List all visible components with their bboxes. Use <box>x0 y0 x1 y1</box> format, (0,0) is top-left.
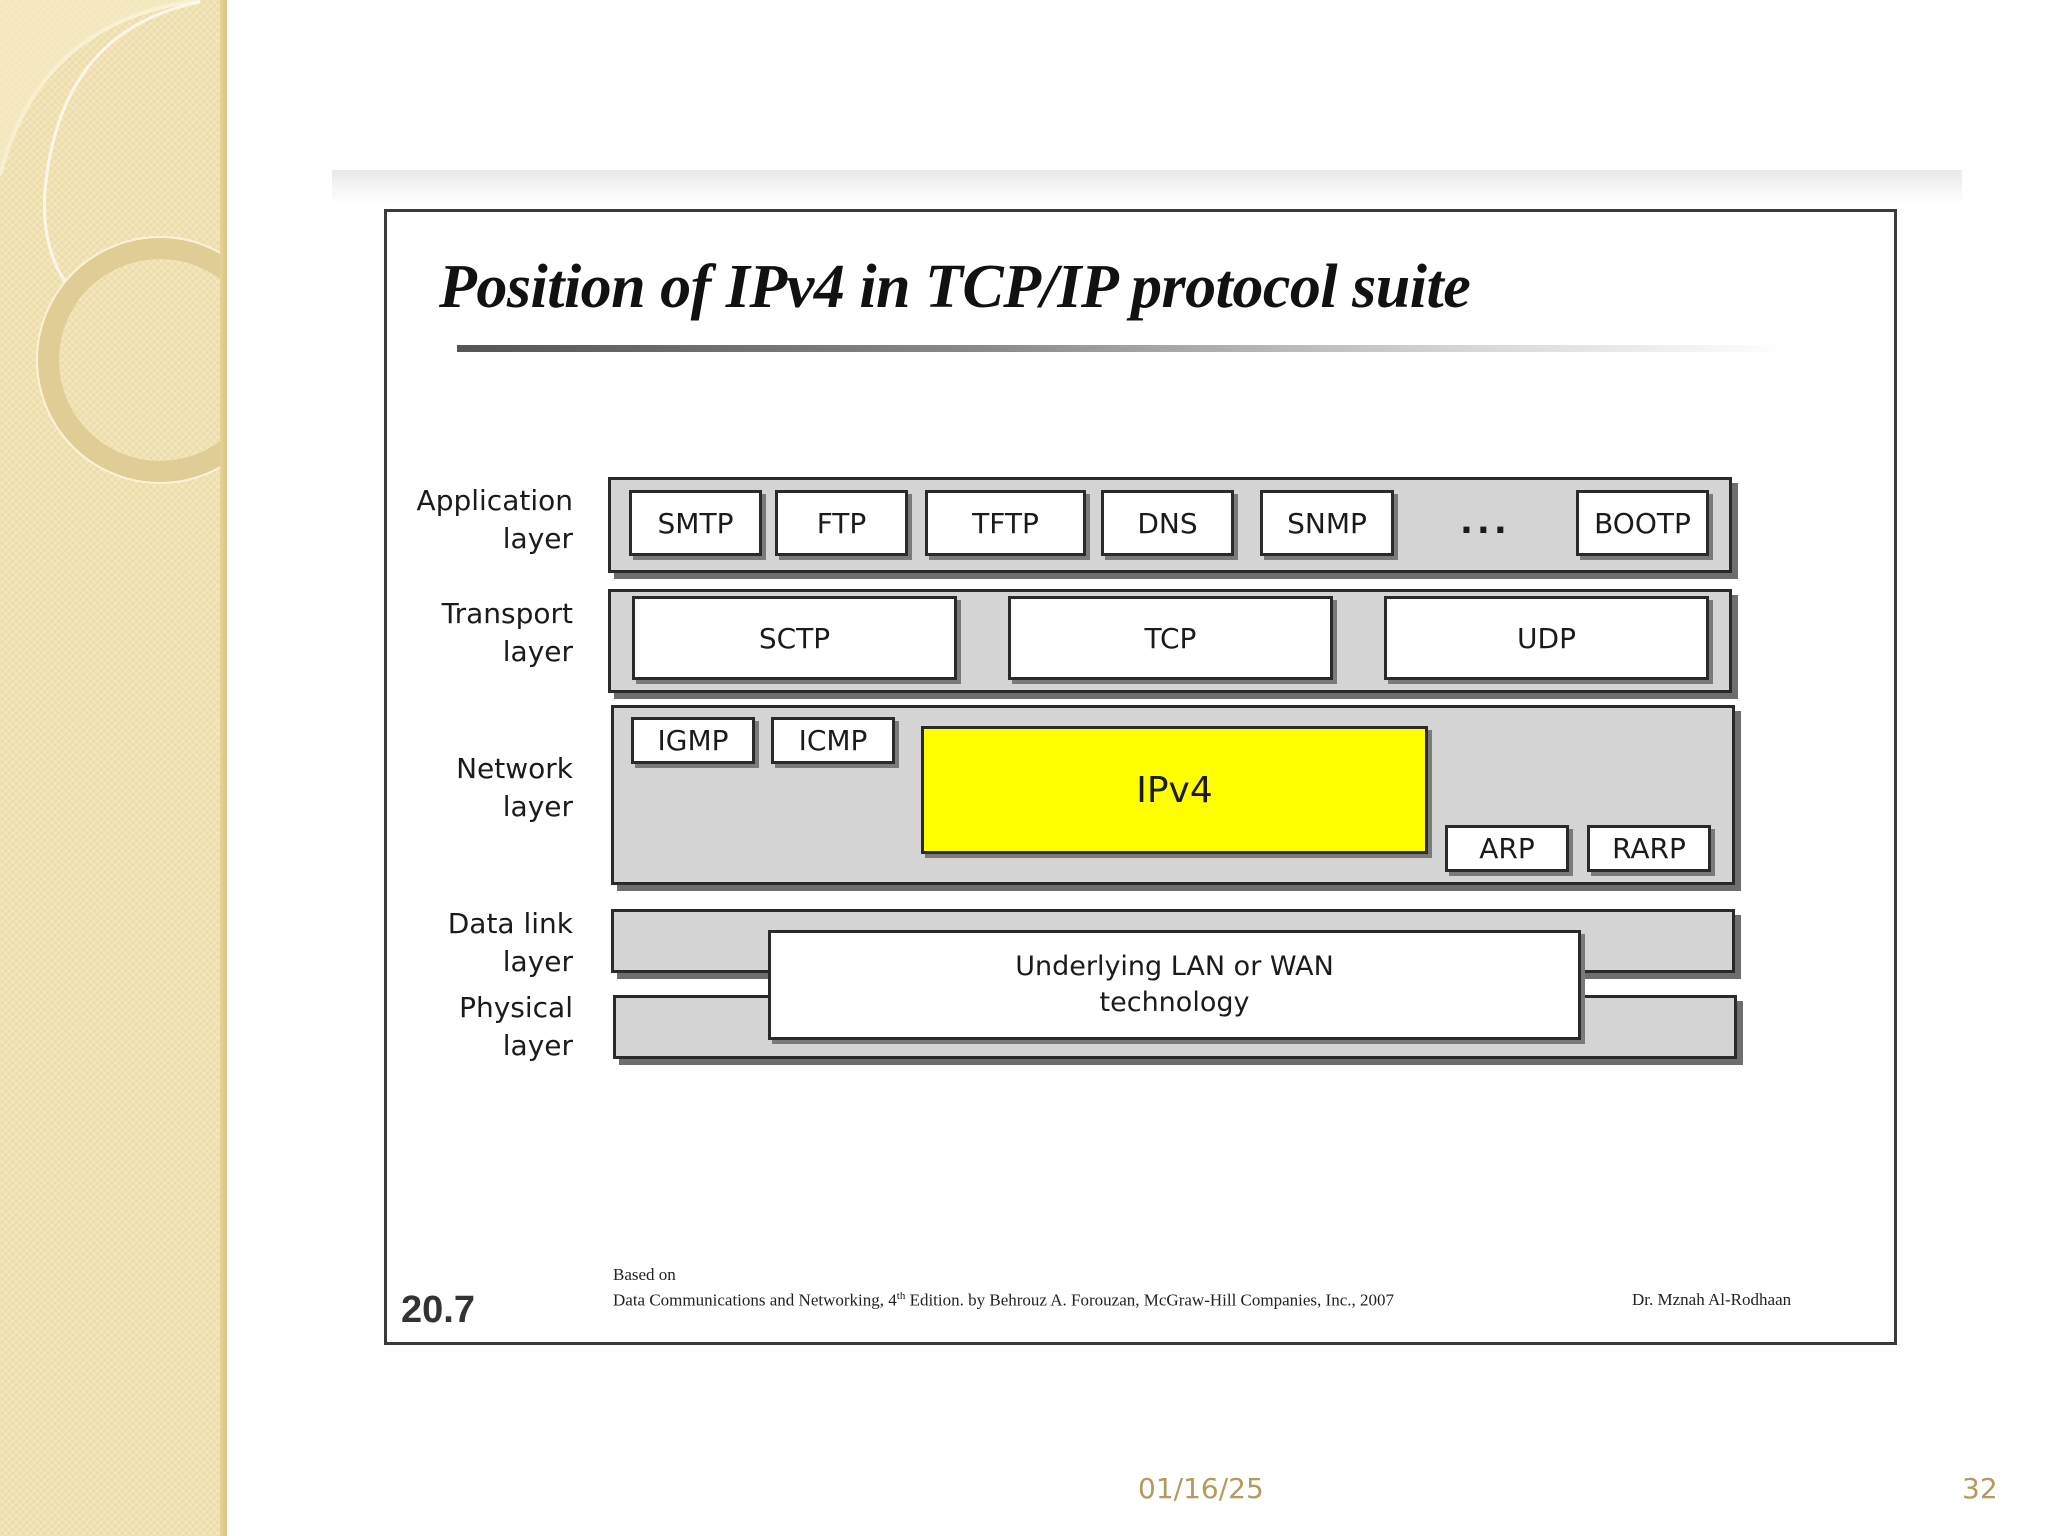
protocol-tcp: TCP <box>1008 596 1333 680</box>
slide-title: Position of IPv4 in TCP/IP protocol suit… <box>439 253 1471 321</box>
datalink-label-line1: Data link <box>447 907 573 940</box>
protocol-icmp: ICMP <box>771 717 895 764</box>
credit-source-text: Data Communications and Networking, 4 <box>613 1290 897 1310</box>
protocol-ipv4-highlighted: IPv4 <box>921 726 1428 854</box>
network-label-line2: layer <box>502 790 573 823</box>
underlying-line1: Underlying LAN or WAN <box>1015 951 1334 982</box>
physical-layer-label: Physical layer <box>413 989 573 1065</box>
protocol-bootp: BOOTP <box>1576 490 1709 556</box>
credit-source: Data Communications and Networking, 4th … <box>613 1290 1394 1311</box>
protocol-ftp: FTP <box>775 490 908 556</box>
network-layer-label: Network layer <box>413 750 573 826</box>
datalink-layer-label: Data link layer <box>413 905 573 981</box>
side-decoration-band <box>0 0 227 1536</box>
slide-shadow <box>332 170 1962 204</box>
protocol-igmp: IGMP <box>631 717 755 764</box>
underlying-lan-wan-box: Underlying LAN or WAN technology <box>768 930 1581 1040</box>
protocol-rarp: RARP <box>1587 825 1711 872</box>
application-label-line1: Application <box>416 484 573 517</box>
physical-label-line2: layer <box>502 1029 573 1062</box>
application-label-line2: layer <box>502 522 573 555</box>
protocol-dns: DNS <box>1101 490 1234 556</box>
title-underline <box>457 345 1787 352</box>
credit-author: Dr. Mznah Al-Rodhaan <box>1632 1290 1792 1309</box>
protocol-tftp: TFTP <box>925 490 1086 556</box>
transport-layer-label: Transport layer <box>413 595 573 671</box>
figure-number: 20.7 <box>401 1289 475 1331</box>
protocol-arp: ARP <box>1445 825 1569 872</box>
protocol-sctp: SCTP <box>632 596 957 680</box>
slide-figure-frame: Position of IPv4 in TCP/IP protocol suit… <box>384 209 1897 1345</box>
slide-page-number: 32 <box>1962 1472 1998 1505</box>
credit-source-rest: Edition. by Behrouz A. Forouzan, McGraw-… <box>905 1290 1394 1310</box>
application-layer-label: Application layer <box>413 482 573 558</box>
protocol-smtp: SMTP <box>629 490 762 556</box>
side-band-edge <box>220 0 227 1536</box>
decorative-rings-icon <box>0 0 227 484</box>
transport-label-line2: layer <box>502 635 573 668</box>
underlying-line2: technology <box>1099 987 1250 1018</box>
credit-based-on: Based on <box>613 1265 676 1284</box>
transport-label-line1: Transport <box>441 597 573 630</box>
credit-source-sup: th <box>896 1290 906 1302</box>
network-label-line1: Network <box>456 752 573 785</box>
more-protocols-ellipsis: ... <box>1460 502 1511 542</box>
protocol-udp: UDP <box>1384 596 1709 680</box>
slide-date: 01/16/25 <box>1138 1472 1264 1505</box>
protocol-snmp: SNMP <box>1260 490 1394 556</box>
datalink-label-line2: layer <box>502 945 573 978</box>
physical-label-line1: Physical <box>459 991 573 1024</box>
